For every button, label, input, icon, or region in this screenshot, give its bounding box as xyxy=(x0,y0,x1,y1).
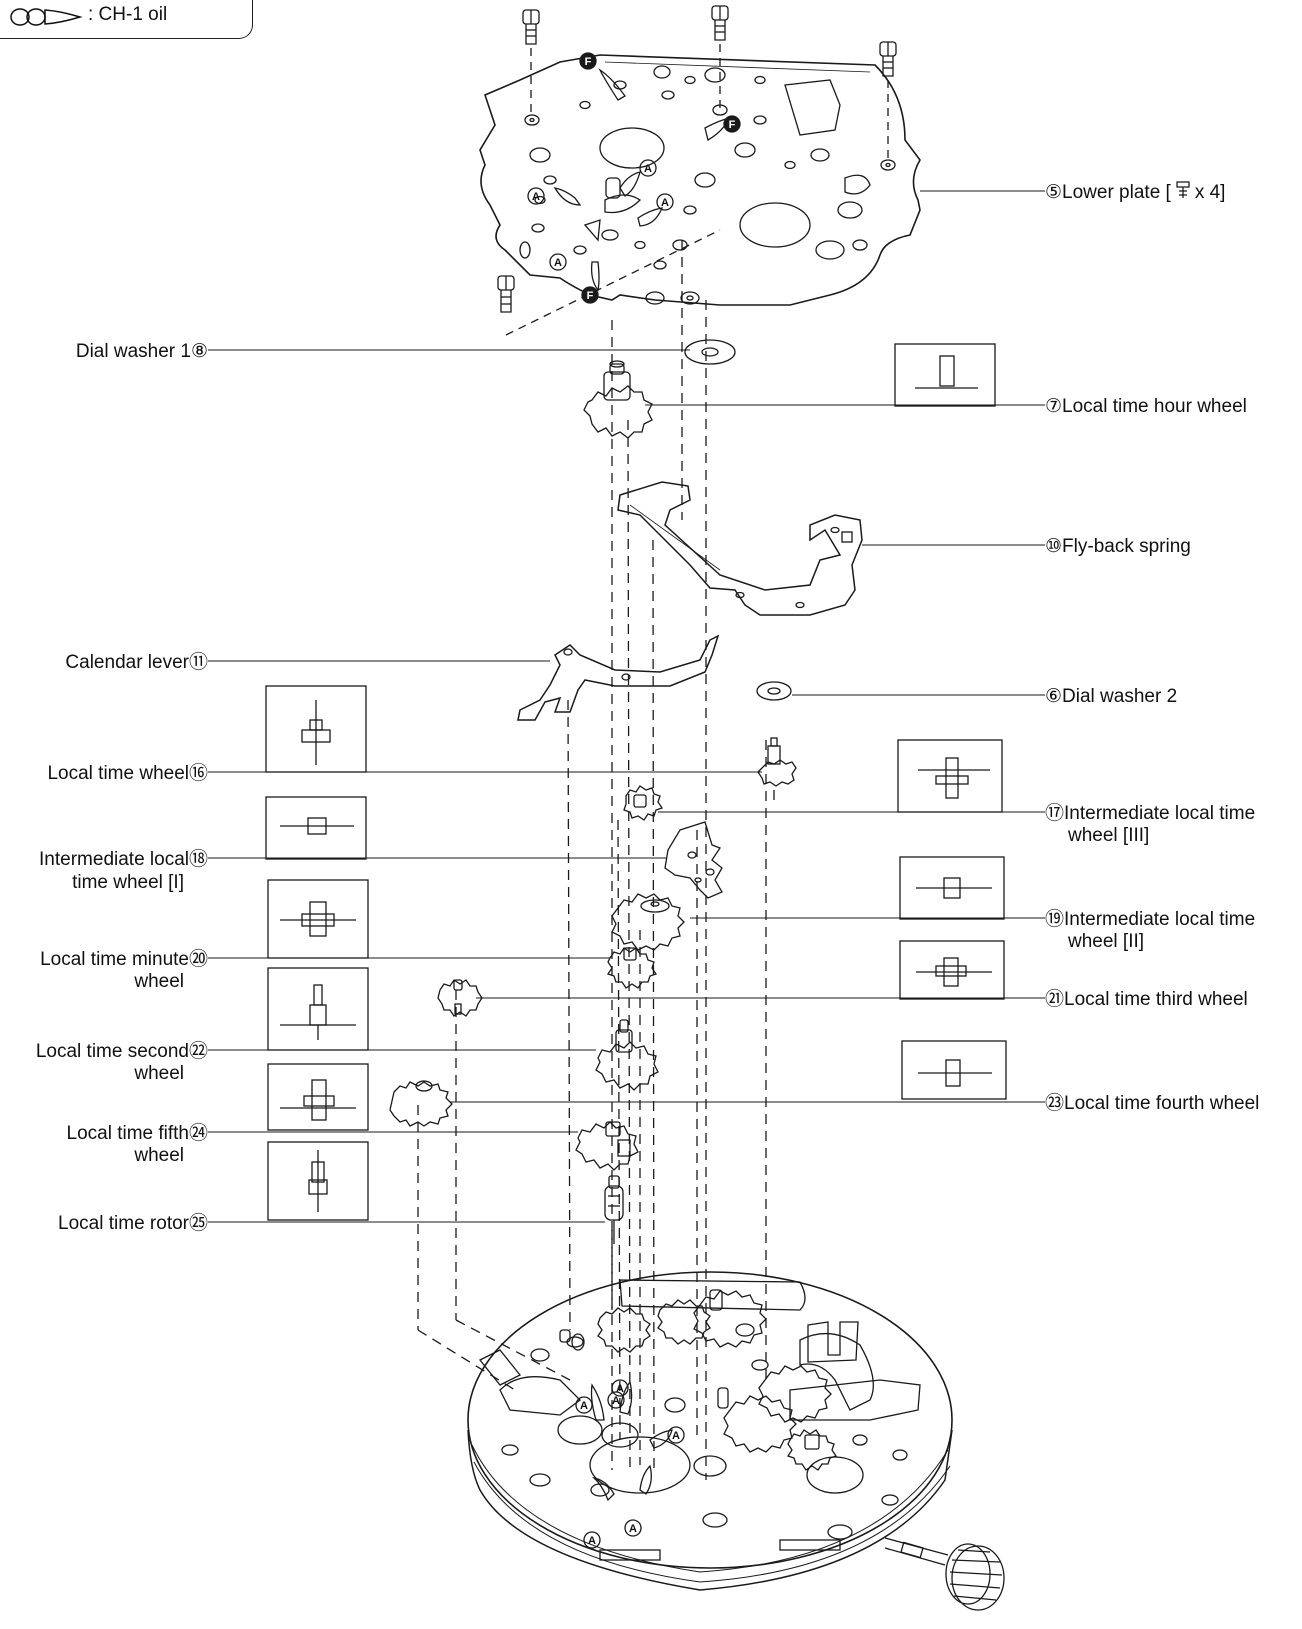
local-time-third-wheel xyxy=(437,979,483,1017)
inset-box xyxy=(267,1063,369,1131)
leader-lines xyxy=(208,190,1045,1223)
label-calendar-lever: Calendar lever⑪ xyxy=(65,651,208,673)
screw-icon xyxy=(1176,181,1190,198)
label-lower-plate: ⑤Lower plate [x 4] xyxy=(1045,182,1225,203)
label-fifth-wheel-1: Local time fifth㉔ xyxy=(67,1122,209,1144)
oil-mark-a xyxy=(527,159,674,271)
label-dial-washer-1: Dial washer 1⑧ xyxy=(76,341,208,362)
label-intermediate-ii-1: ⑲Intermediate local time xyxy=(1045,908,1255,930)
label-fly-back-spring: ⑩Fly-back spring xyxy=(1045,536,1191,557)
assembly-guides xyxy=(417,240,767,1480)
oil-drops-plate xyxy=(553,68,732,292)
oil-legend-label: : CH-1 oil xyxy=(88,4,168,25)
inset-box xyxy=(267,1141,369,1221)
screw-icon xyxy=(711,5,729,41)
oil-mark-f xyxy=(579,52,741,304)
inset-box xyxy=(899,856,1005,920)
label-fifth-wheel-2: wheel xyxy=(133,1145,184,1166)
oil-drop-icon xyxy=(10,8,83,26)
local-time-hour-wheel xyxy=(583,360,653,439)
label-intermediate-i-2: time wheel [I] xyxy=(72,872,184,893)
label-intermediate-iii-1: ⑰Intermediate local time xyxy=(1045,802,1255,824)
oil-mark-a xyxy=(575,1379,685,1549)
intermediate-wheel-iii xyxy=(623,785,664,821)
label-local-time-hour-wheel: ⑦Local time hour wheel xyxy=(1045,396,1247,417)
oil-legend: : CH-1 oil xyxy=(0,0,253,39)
label-minute-wheel-2: wheel xyxy=(133,971,184,992)
intermediate-wheel-ii xyxy=(611,893,685,951)
label-minute-wheel-1: Local time minute⑳ xyxy=(40,948,208,970)
lower-plate xyxy=(479,54,921,306)
oil-drops-base xyxy=(590,1380,673,1502)
inset-box xyxy=(899,940,1005,1000)
screw-icon xyxy=(497,275,515,313)
label-fourth-wheel: ㉓Local time fourth wheel xyxy=(1045,1092,1259,1114)
label-second-wheel-1: Local time second㉒ xyxy=(36,1040,208,1062)
inset-box xyxy=(265,796,367,860)
calendar-lever xyxy=(517,634,720,721)
intermediate-wheel-i xyxy=(664,821,723,899)
label-dial-washer-2: ⑥Dial washer 2 xyxy=(1045,686,1177,707)
local-time-second-wheel xyxy=(595,1019,659,1091)
fly-back-spring xyxy=(617,481,863,616)
local-time-wheel xyxy=(757,737,797,800)
label-local-time-rotor: Local time rotor㉕ xyxy=(58,1212,208,1234)
inset-box xyxy=(894,343,996,407)
label-second-wheel-2: wheel xyxy=(133,1063,184,1084)
local-time-fourth-wheel xyxy=(389,1080,453,1127)
dial-washer-2 xyxy=(756,681,792,701)
local-time-minute-wheel xyxy=(606,947,658,989)
screw-icon xyxy=(879,41,897,77)
dial-washer-1 xyxy=(684,339,736,365)
label-local-time-wheel: Local time wheel⑯ xyxy=(47,762,208,784)
label-intermediate-ii-2: wheel [II] xyxy=(1067,931,1144,952)
crown xyxy=(884,1537,1005,1611)
local-time-rotor xyxy=(604,1175,624,1244)
screw-guides xyxy=(505,44,889,336)
label-intermediate-iii-2: wheel [III] xyxy=(1067,825,1149,846)
screw-icon xyxy=(522,9,540,45)
base-movement xyxy=(467,1271,953,1591)
label-third-wheel: ㉑Local time third wheel xyxy=(1045,988,1248,1010)
inset-box xyxy=(901,1040,1007,1100)
local-time-fifth-wheel xyxy=(575,1121,639,1171)
label-intermediate-i-1: Intermediate local⑱ xyxy=(39,848,208,870)
